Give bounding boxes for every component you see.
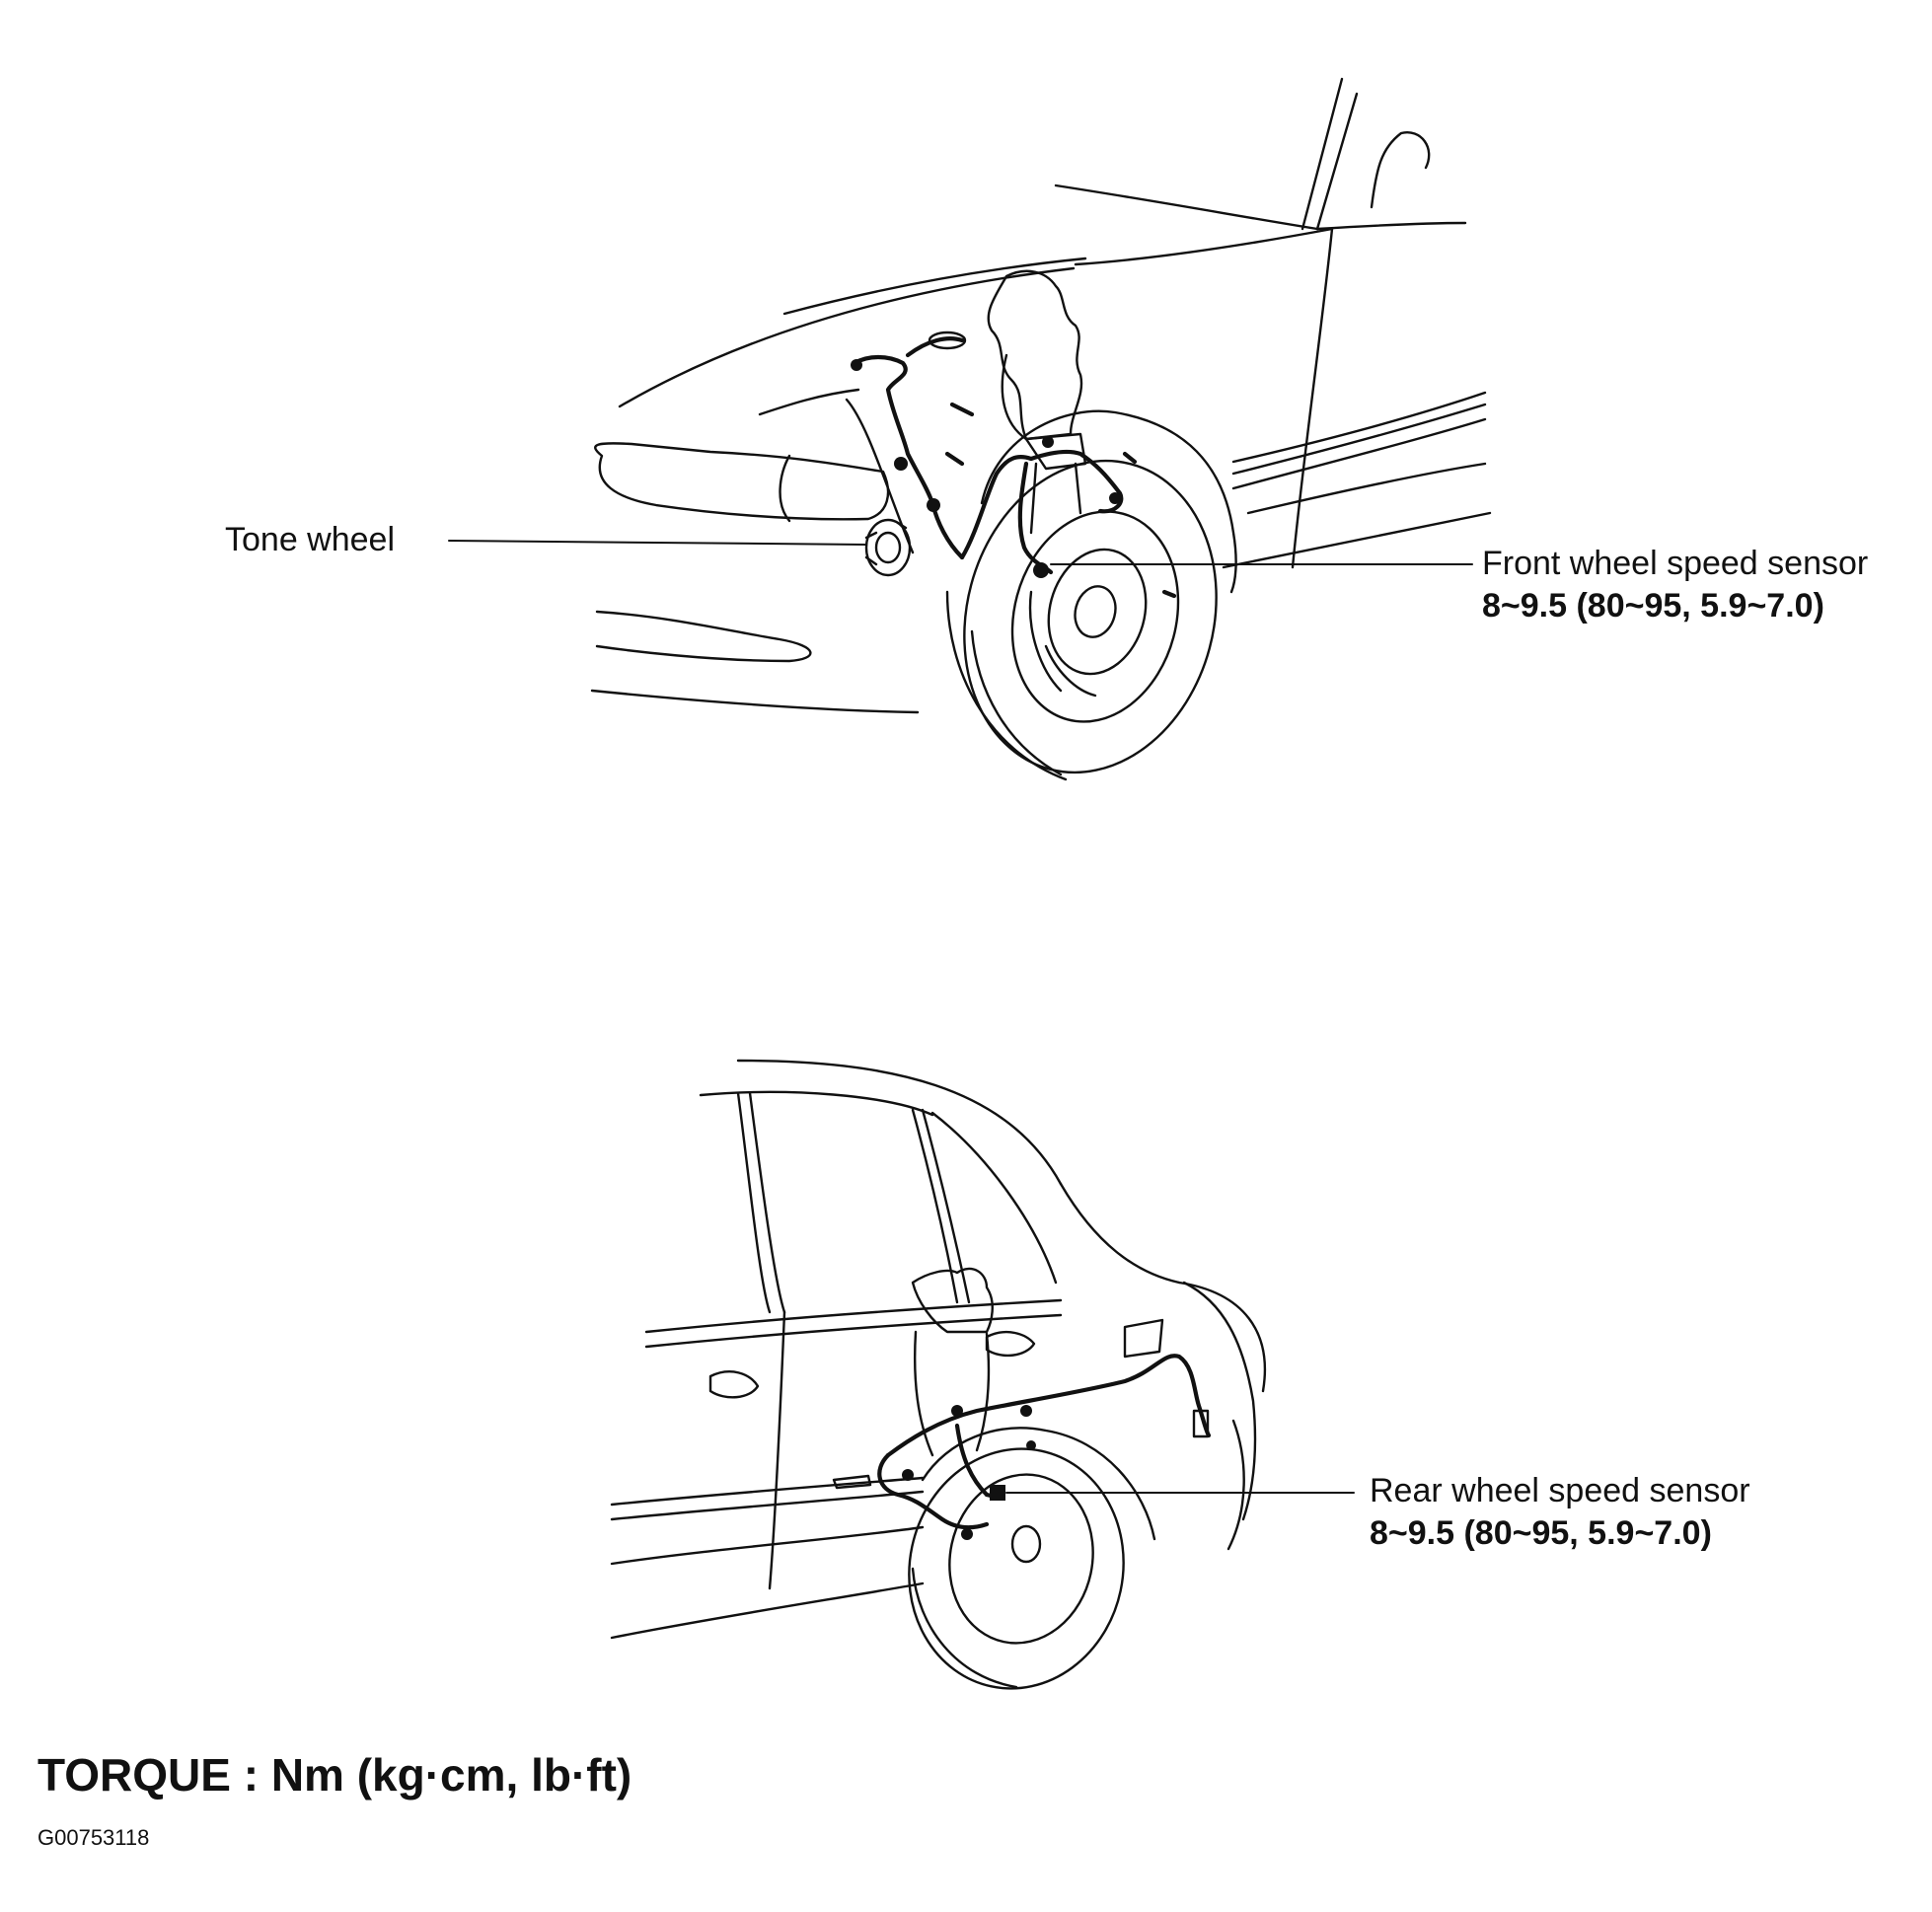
rear-sensor-label: Rear wheel speed sensor <box>1370 1472 1750 1509</box>
front-sensor-label: Front wheel speed sensor <box>1482 545 1869 582</box>
rear-car-drawing <box>610 1059 1355 1690</box>
tone-wheel-callout: Tone wheel <box>225 519 395 561</box>
rear-sensor-callout: Rear wheel speed sensor 8~9.5 (80~95, 5.… <box>1370 1470 1750 1554</box>
front-sensor-torque: 8~9.5 (80~95, 5.9~7.0) <box>1482 586 1824 625</box>
tone-wheel-leader <box>448 540 867 546</box>
figure-id: G00753118 <box>37 1825 150 1850</box>
torque-units-heading: TORQUE : Nm (kg·cm, lb·ft) <box>37 1749 632 1801</box>
front-sensor-callout: Front wheel speed sensor 8~9.5 (80~95, 5… <box>1482 543 1868 626</box>
front-car-drawing <box>448 77 1492 781</box>
rear-sensor-torque: 8~9.5 (80~95, 5.9~7.0) <box>1370 1513 1712 1552</box>
tone-wheel-label: Tone wheel <box>225 521 396 558</box>
